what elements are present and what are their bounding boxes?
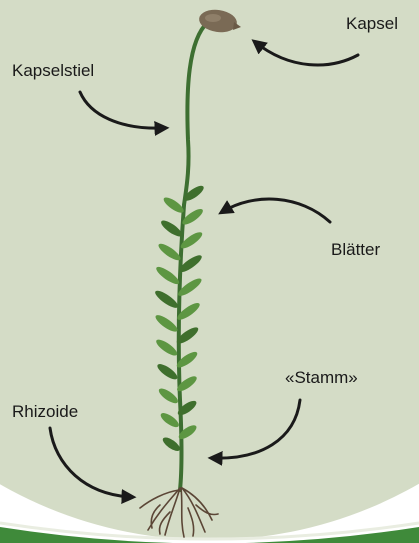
label-leaves: Blätter [331, 241, 380, 258]
label-capsule: Kapsel [346, 15, 398, 32]
label-rhizoids: Rhizoide [12, 403, 78, 420]
label-stem: «Stamm» [285, 369, 358, 386]
label-capsule-stalk: Kapselstiel [12, 62, 94, 79]
